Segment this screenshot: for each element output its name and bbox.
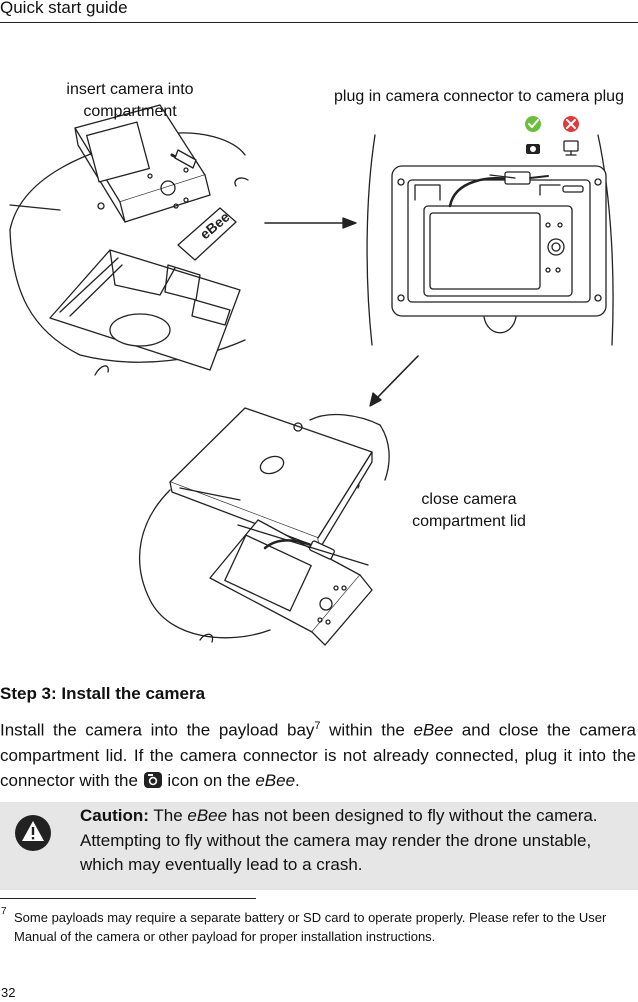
caution-text-2: has not been designed to fly without the… <box>80 806 598 874</box>
running-header: Quick start guide <box>0 0 128 17</box>
panel-plug-connector <box>366 134 614 346</box>
check-icon <box>525 116 541 132</box>
step-text-5: . <box>295 770 300 790</box>
product-name: eBee <box>255 770 296 790</box>
product-name: eBee <box>413 720 454 740</box>
caution-label: Caution: <box>80 806 149 825</box>
footnote-text: Some payloads may require a separate bat… <box>14 910 607 944</box>
camera-icon <box>143 771 162 788</box>
product-name: eBee <box>187 806 228 825</box>
caution-text: Caution: The eBee has not been designed … <box>80 804 632 878</box>
panel-insert-camera <box>9 104 249 376</box>
monitor-icon <box>563 140 579 156</box>
panel-close-lid <box>138 407 390 646</box>
page-number: 32 <box>1 985 16 1000</box>
warning-icon <box>15 815 51 851</box>
arrow-right-icon <box>264 217 357 229</box>
camera-installation-illustration: eBee <box>9 104 614 646</box>
arrow-down-left-icon <box>369 355 419 407</box>
header-rule <box>0 22 638 23</box>
camera-icon <box>526 144 540 154</box>
step-text-1: Install the camera into the payload bay <box>0 720 315 740</box>
caption-insert-camera: insert camera into compartment <box>66 81 194 120</box>
step-text-3: and close the camera compartment lid. If… <box>0 720 636 790</box>
caption-plug-connector: plug in camera connector to camera plug <box>334 88 624 105</box>
caution-text-1: The <box>148 806 188 825</box>
footnote-rule <box>0 898 256 899</box>
footnote-number: 7 <box>1 906 7 917</box>
step-paragraph: Install the camera into the payload bay7… <box>0 714 636 793</box>
caution-box <box>0 802 638 890</box>
footnote-ref: 7 <box>314 720 321 732</box>
step-text-2: within the <box>320 720 414 740</box>
step-heading: Step 3: Install the camera <box>0 684 206 703</box>
caption-close-lid: close camera compartment lid <box>412 491 526 530</box>
cross-icon <box>563 116 579 132</box>
step-text-4: icon on the <box>162 770 256 790</box>
